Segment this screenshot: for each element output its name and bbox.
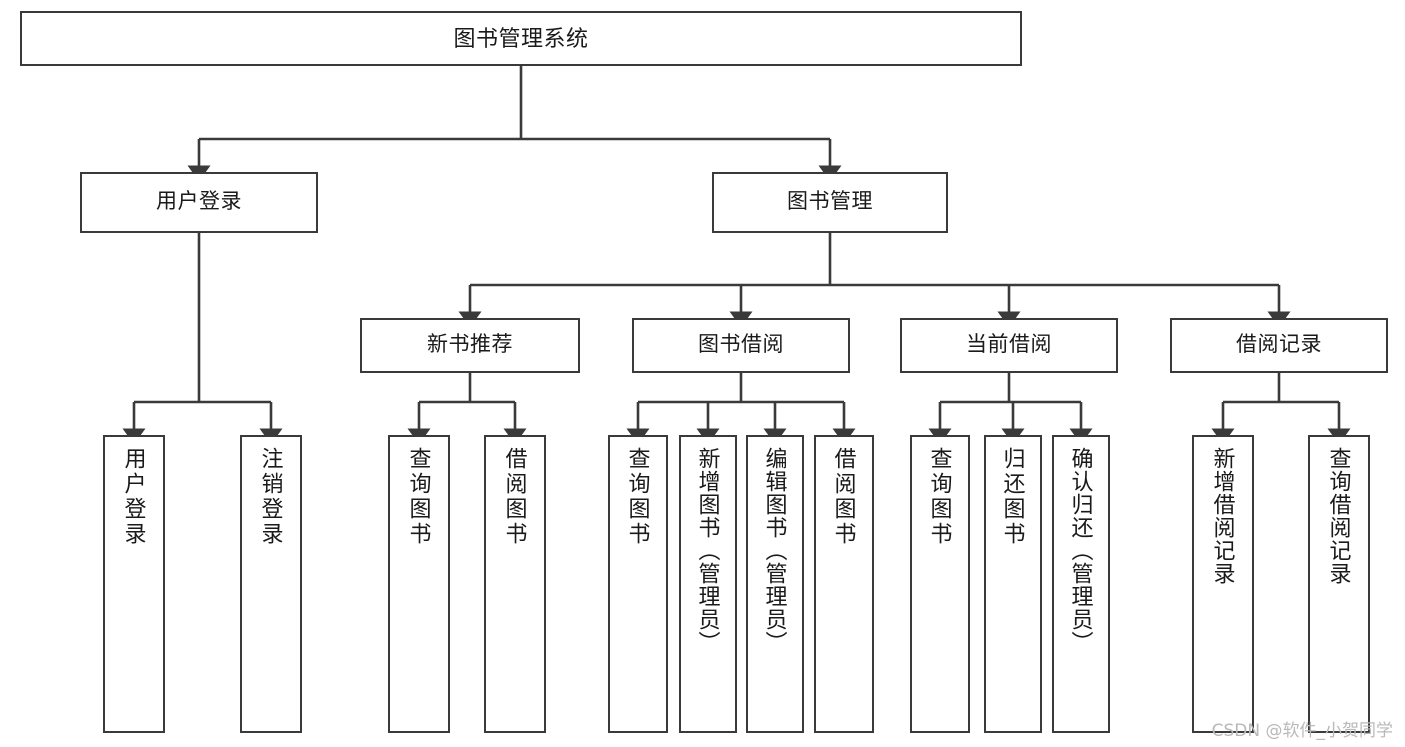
node-leaf-cur-confirm[interactable]: 确认归还（管理员） bbox=[1052, 435, 1110, 733]
node-book-borrow[interactable]: 图书借阅 bbox=[632, 318, 850, 373]
node-book-manage[interactable]: 图书管理 bbox=[712, 172, 948, 233]
node-leaf-rec-search[interactable]: 查询借阅记录 bbox=[1308, 435, 1370, 733]
node-leaf-cur-query[interactable]: 查询图书 bbox=[910, 435, 970, 733]
node-label: 新书推荐 bbox=[427, 333, 513, 357]
node-label: 查询图书 bbox=[625, 447, 651, 547]
node-label: 借阅记录 bbox=[1236, 333, 1322, 357]
node-borrow-record[interactable]: 借阅记录 bbox=[1170, 318, 1388, 373]
node-root[interactable]: 图书管理系统 bbox=[20, 11, 1022, 66]
node-label: 归还图书 bbox=[1000, 447, 1026, 547]
node-leaf-brw-lend[interactable]: 借阅图书 bbox=[814, 435, 874, 733]
node-leaf-user-logout[interactable]: 注销登录 bbox=[240, 435, 302, 733]
node-label: 编辑图书（管理员） bbox=[762, 447, 788, 654]
node-leaf-brw-query[interactable]: 查询图书 bbox=[608, 435, 668, 733]
node-new-book-rec[interactable]: 新书推荐 bbox=[360, 318, 580, 373]
node-leaf-cur-return[interactable]: 归还图书 bbox=[984, 435, 1042, 733]
csdn-watermark: CSDN @软件_小贺同学 bbox=[1211, 721, 1393, 741]
node-label: 查询图书 bbox=[927, 447, 953, 547]
node-label: 用户登录 bbox=[156, 190, 242, 214]
node-label: 借阅图书 bbox=[831, 447, 857, 547]
node-label: 图书管理系统 bbox=[453, 25, 589, 51]
node-label: 用户登录 bbox=[121, 447, 147, 547]
node-user-login[interactable]: 用户登录 bbox=[80, 172, 318, 233]
node-leaf-rec-add[interactable]: 新增借阅记录 bbox=[1192, 435, 1254, 733]
node-label: 确认归还（管理员） bbox=[1068, 447, 1094, 654]
node-current-borrow[interactable]: 当前借阅 bbox=[900, 318, 1118, 373]
node-label: 查询图书 bbox=[406, 447, 432, 547]
node-label: 当前借阅 bbox=[966, 333, 1052, 357]
node-leaf-user-login[interactable]: 用户登录 bbox=[103, 435, 165, 733]
node-leaf-rec-borrow[interactable]: 借阅图书 bbox=[484, 435, 546, 733]
node-leaf-brw-edit[interactable]: 编辑图书（管理员） bbox=[746, 435, 804, 733]
node-label: 图书管理 bbox=[787, 190, 873, 214]
node-label: 查询借阅记录 bbox=[1326, 447, 1352, 585]
node-label: 借阅图书 bbox=[502, 447, 528, 547]
node-label: 新增图书（管理员） bbox=[695, 447, 721, 654]
node-label: 新增借阅记录 bbox=[1210, 447, 1236, 585]
node-leaf-brw-add[interactable]: 新增图书（管理员） bbox=[679, 435, 737, 733]
node-leaf-rec-query[interactable]: 查询图书 bbox=[388, 435, 450, 733]
node-label: 图书借阅 bbox=[698, 333, 784, 357]
node-label: 注销登录 bbox=[258, 447, 284, 547]
